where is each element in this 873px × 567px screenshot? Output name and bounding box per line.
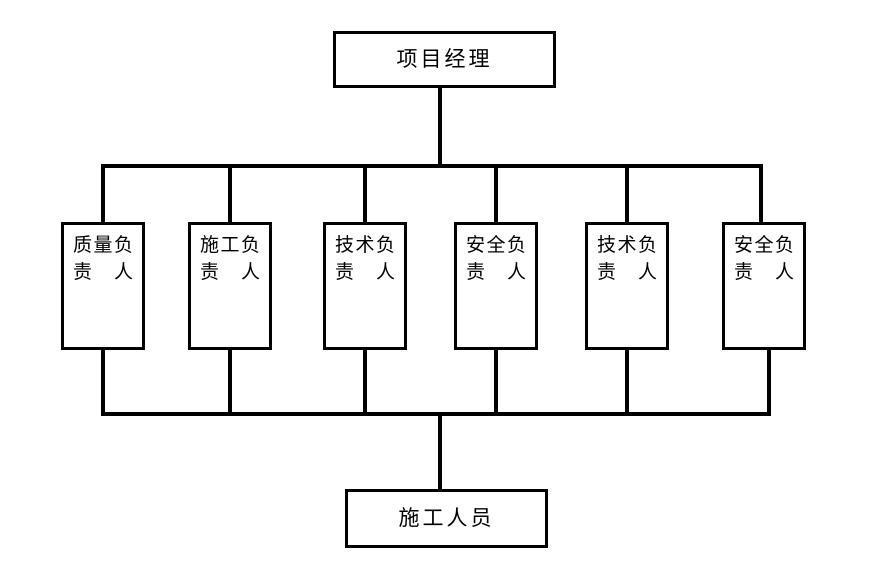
node-construction-personnel[interactable]: 施工人员	[345, 489, 548, 548]
connector-drop-6	[759, 164, 763, 224]
connector-drop-4	[494, 164, 498, 224]
node-safety-lead-1[interactable]: 安全负责人	[454, 222, 538, 350]
node-label-project-manager: 项目经理	[396, 46, 493, 71]
node-label-construction-personnel: 施工人员	[398, 505, 495, 530]
node-label-safety-lead-1: 安全负责人	[466, 235, 526, 283]
connector-riser-6	[767, 348, 771, 416]
connector-bottom-stem	[438, 412, 442, 490]
connector-riser-4	[494, 348, 498, 416]
connector-drop-2	[228, 164, 232, 224]
node-quality-lead[interactable]: 质量负责人	[61, 222, 145, 350]
connector-top-stem	[438, 88, 442, 168]
connector-upper-bus	[101, 164, 763, 168]
node-construction-lead[interactable]: 施工负责人	[188, 222, 272, 350]
connector-drop-3	[363, 164, 367, 224]
connector-riser-3	[363, 348, 367, 416]
connector-riser-2	[228, 348, 232, 416]
node-label-construction-lead: 施工负责人	[200, 235, 260, 283]
node-label-technical-lead-2: 技术负责人	[597, 235, 657, 283]
node-safety-lead-2[interactable]: 安全负责人	[722, 222, 806, 350]
node-label-technical-lead-1: 技术负责人	[335, 235, 395, 283]
connector-riser-5	[625, 348, 629, 416]
node-project-manager[interactable]: 项目经理	[333, 31, 556, 88]
node-label-safety-lead-2: 安全负责人	[734, 235, 794, 283]
node-technical-lead-2[interactable]: 技术负责人	[585, 222, 669, 350]
connector-drop-1	[101, 164, 105, 224]
node-technical-lead-1[interactable]: 技术负责人	[323, 222, 407, 350]
connector-riser-1	[101, 348, 105, 416]
node-label-quality-lead: 质量负责人	[73, 235, 133, 283]
connector-lower-bus	[101, 412, 771, 416]
connector-drop-5	[625, 164, 629, 224]
